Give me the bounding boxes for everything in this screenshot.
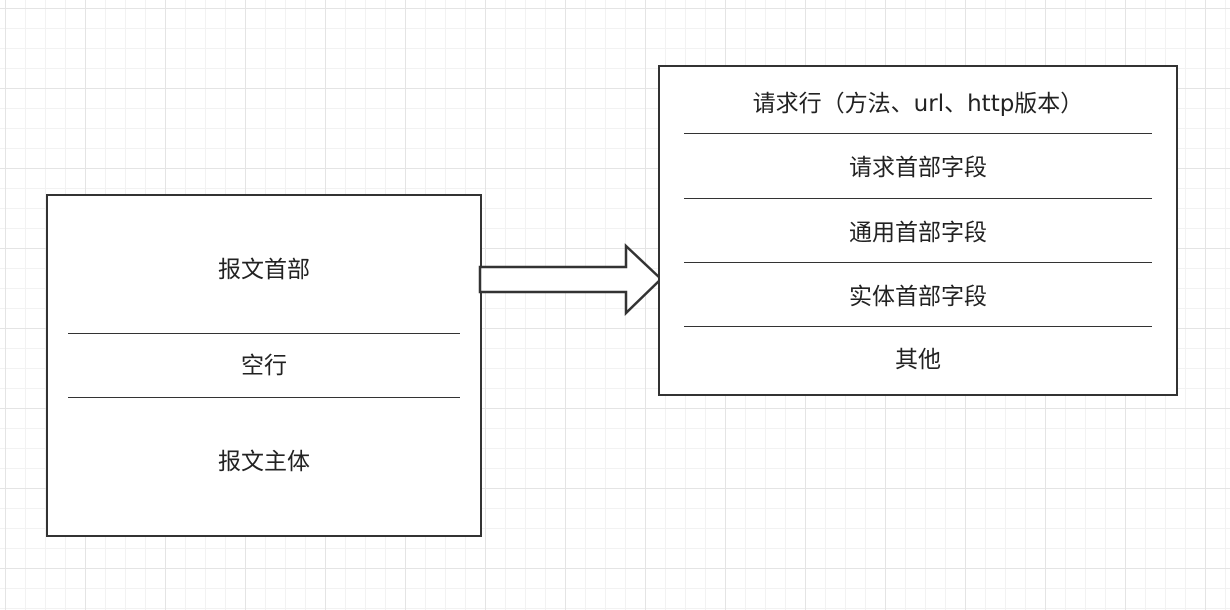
body-divider [68, 397, 460, 398]
request-headers-label: 请求首部字段 [849, 155, 987, 181]
general-headers-divider [684, 262, 1152, 263]
other-label: 其他 [895, 347, 941, 373]
message-body-label: 报文主体 [218, 449, 310, 475]
entity-headers-divider [684, 326, 1152, 327]
header-divider [68, 333, 460, 334]
request-headers-divider [684, 198, 1152, 199]
general-headers-label: 通用首部字段 [849, 220, 987, 246]
header-fields-box: 请求行（方法、url、http版本） 请求首部字段 通用首部字段 实体首部字段 … [658, 65, 1178, 396]
message-structure-box: 报文首部 空行 报文主体 [46, 194, 482, 537]
right-arrow-icon [478, 243, 663, 316]
request-line-divider [684, 133, 1152, 134]
blank-line-label: 空行 [241, 353, 287, 379]
message-header-label: 报文首部 [218, 257, 310, 283]
request-line-label: 请求行（方法、url、http版本） [752, 91, 1084, 117]
entity-headers-label: 实体首部字段 [849, 284, 987, 310]
